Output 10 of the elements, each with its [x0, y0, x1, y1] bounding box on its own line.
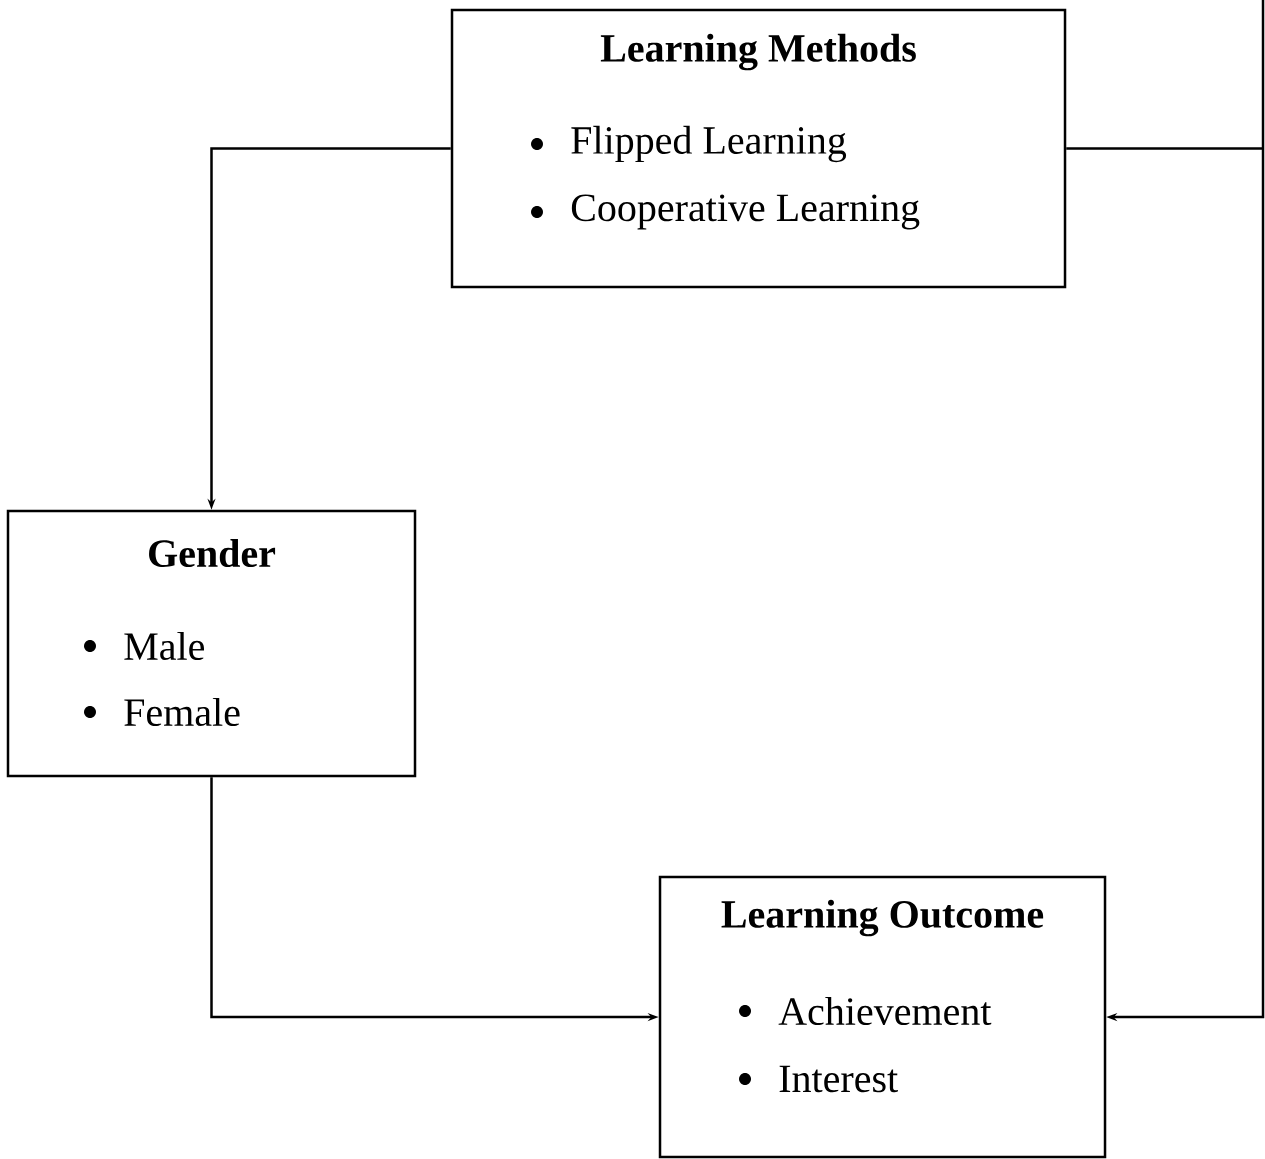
bullet-item: Flipped Learning [571, 125, 847, 163]
box-heading: Learning Outcome [721, 899, 1044, 937]
arrow [1066, 0, 1265, 1022]
bullet-item: Interest [779, 1065, 898, 1093]
bullet-item: Cooperative Learning [571, 194, 920, 230]
box-heading: Gender [149, 538, 276, 568]
bullet-item: Achievement [778, 996, 992, 1026]
bullet-item: Male [124, 631, 204, 661]
box-heading: Learning Methods [600, 33, 916, 71]
bullet-item: Female [124, 697, 240, 727]
